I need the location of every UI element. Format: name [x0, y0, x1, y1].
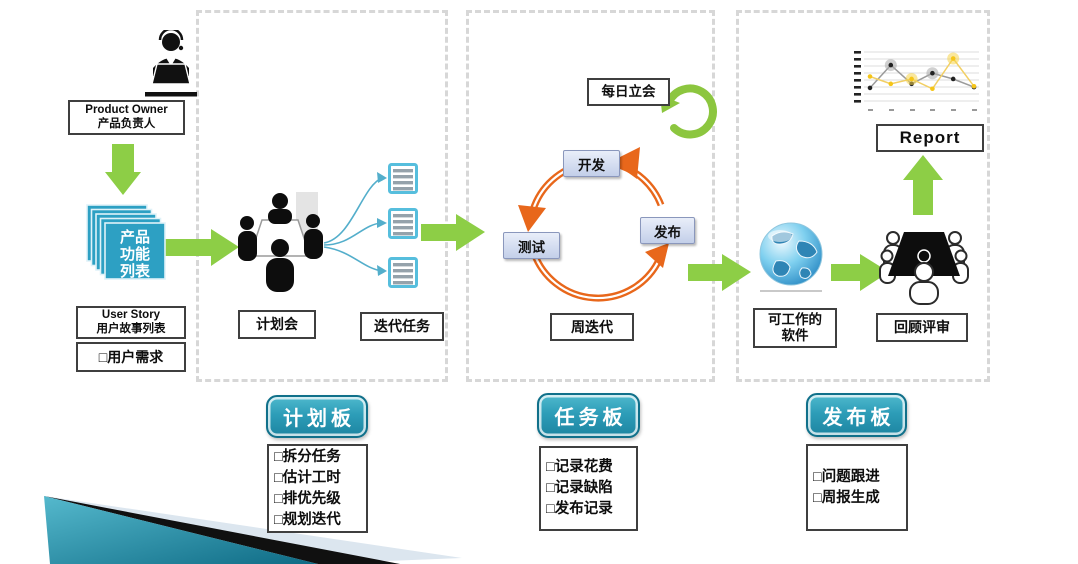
plan-to-docs-arrowheads	[377, 172, 387, 276]
release-node-text: 发布	[654, 224, 681, 240]
report-chart-xticks	[868, 109, 977, 111]
checklist-item: □记录花费	[546, 459, 613, 475]
report-chart-series	[867, 52, 977, 92]
stage-panel-task	[466, 10, 715, 382]
arrow-review-to-report	[903, 155, 943, 215]
user-requirement-item: □用户需求	[76, 342, 186, 372]
arrow-plan-to-task	[421, 214, 485, 251]
user-requirement-text: □用户需求	[98, 348, 164, 365]
iteration-task-doc-2	[388, 208, 418, 239]
backlog-card-layers	[86, 204, 166, 280]
review-meeting-label: 回顾评审	[876, 313, 968, 342]
planning-meeting-label: 计划会	[238, 310, 316, 339]
backlog-card-line2: 功能	[120, 245, 150, 263]
board-release-title: 发布板	[822, 406, 895, 429]
planning-meeting-text: 计划会	[256, 316, 298, 333]
working-software-globe-icon	[759, 222, 823, 292]
board-release-checklist: □问题跟进 □周报生成	[806, 444, 908, 531]
corner-decoration	[44, 496, 462, 564]
product-owner-label: Product Owner 产品负责人	[68, 100, 185, 135]
plan-to-docs-connectors	[323, 177, 383, 272]
stage-panel-release	[736, 10, 990, 382]
weekly-iteration-label: 周迭代	[550, 313, 634, 341]
user-story-label-en: User Story	[101, 308, 161, 321]
checklist-item: □记录缺陷	[546, 480, 613, 496]
checklist-item: □估计工时	[274, 469, 341, 486]
board-task-checklist: □记录花费 □记录缺陷 □发布记录	[539, 446, 638, 531]
cycle-arrowhead-to-release	[645, 243, 669, 268]
arrow-backlog-to-plan	[163, 229, 239, 266]
checklist-item: □排优先级	[274, 490, 341, 507]
report-label: Report	[876, 124, 984, 152]
arrow-software-to-review	[831, 254, 889, 291]
working-software-line1: 可工作的	[768, 312, 822, 328]
checklist-item: □问题跟进	[813, 468, 880, 485]
arrow-po-to-backlog	[105, 144, 141, 195]
working-software-line2: 软件	[781, 328, 809, 343]
report-chart	[854, 51, 979, 111]
board-plan: 计划板	[266, 395, 368, 438]
report-text: Report	[899, 127, 961, 147]
planning-meeting-icon	[238, 192, 323, 292]
daily-standup-label: 每日立会	[587, 78, 670, 106]
review-meeting-icon	[879, 231, 969, 305]
cycle-arrowhead-to-dev	[612, 147, 640, 179]
review-meeting-text: 回顾评审	[894, 319, 950, 336]
iteration-tasks-text: 迭代任务	[374, 318, 430, 335]
report-chart-yticks	[854, 51, 861, 103]
dev-node: 开发	[563, 150, 620, 177]
stage-panel-plan	[196, 10, 448, 382]
weekly-iteration-text: 周迭代	[571, 318, 613, 335]
product-owner-icon	[145, 30, 197, 97]
iteration-tasks-label: 迭代任务	[360, 312, 444, 341]
product-backlog-stack: 产品 功能 列表	[86, 204, 166, 280]
test-node-text: 测试	[518, 239, 545, 255]
user-story-label-zh: 用户故事列表	[96, 322, 166, 335]
dev-node-text: 开发	[578, 157, 605, 173]
checklist-item: □发布记录	[546, 501, 613, 517]
arrow-cycle-to-software	[688, 254, 751, 291]
working-software-label: 可工作的 软件	[753, 308, 837, 348]
checklist-item: □周报生成	[813, 489, 880, 506]
test-node: 测试	[503, 232, 560, 259]
board-plan-checklist: □拆分任务 □估计工时 □排优先级 □规划迭代	[267, 444, 368, 533]
product-owner-label-en: Product Owner	[85, 103, 168, 116]
backlog-card-line1: 产品	[120, 228, 150, 246]
iteration-task-doc-3	[388, 257, 418, 288]
user-story-label: User Story 用户故事列表	[76, 306, 186, 339]
checklist-item: □拆分任务	[274, 448, 341, 465]
product-owner-label-zh: 产品负责人	[97, 117, 156, 130]
board-release: 发布板	[806, 393, 907, 437]
cycle-arrowhead-to-test	[518, 205, 546, 232]
daily-standup-text: 每日立会	[601, 84, 656, 100]
release-node: 发布	[640, 217, 695, 244]
board-task: 任务板	[537, 393, 640, 438]
board-plan-title: 计划板	[283, 408, 355, 430]
iteration-task-doc-1	[388, 163, 418, 194]
backlog-card-line3: 列表	[120, 262, 151, 280]
board-task-title: 任务板	[554, 407, 627, 429]
checklist-item: □规划迭代	[274, 511, 341, 528]
